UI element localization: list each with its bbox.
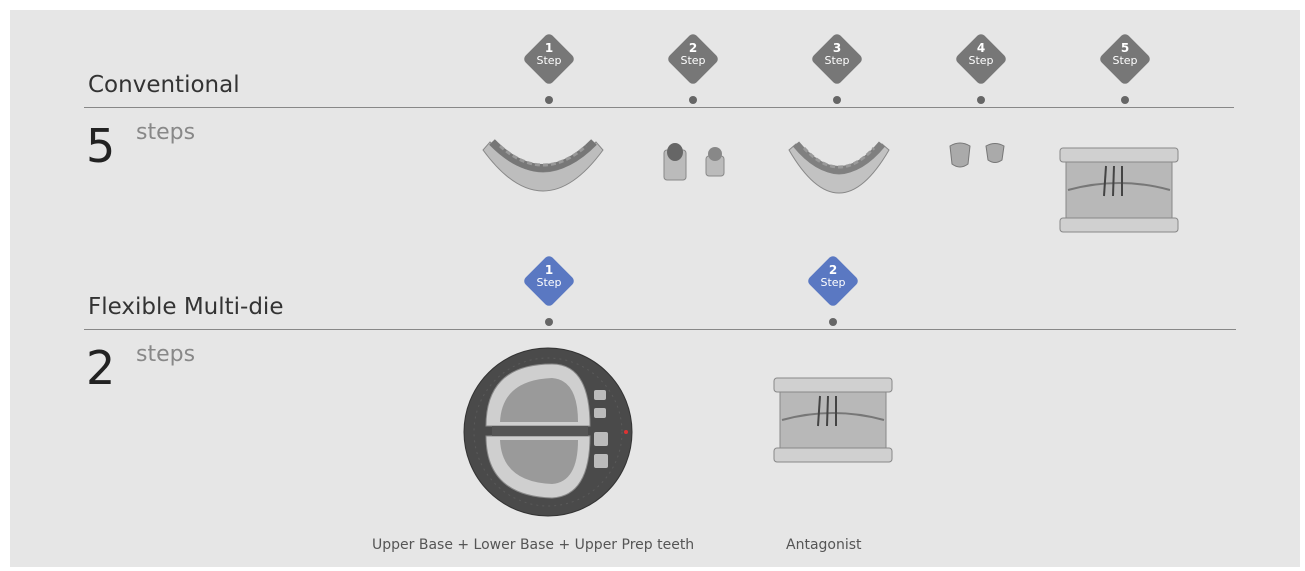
multidie-step-2-marker: 2 Step <box>806 254 860 320</box>
step-number: 2 <box>688 41 698 55</box>
step-label: Step <box>536 54 562 67</box>
upper-arch-model-image <box>482 139 604 192</box>
prep-dies-image <box>663 143 725 181</box>
step-number: 1 <box>544 41 554 55</box>
articulated-model-image <box>1059 147 1179 233</box>
step-number: 1 <box>544 263 554 277</box>
step-label: Step <box>536 276 562 289</box>
multidie-steps-label: steps <box>136 342 196 367</box>
crown-dies-image <box>949 142 1005 168</box>
conventional-step-count: 5 <box>86 119 116 173</box>
multidie-step-count: 2 <box>86 341 116 395</box>
timeline-dot <box>1121 96 1129 104</box>
conventional-title: Conventional <box>88 72 240 98</box>
multidie-step-1-marker: 1 Step <box>522 254 576 320</box>
antagonist-model-image <box>773 377 893 463</box>
step-label: Step <box>1112 54 1138 67</box>
conventional-step-2-marker: 2 Step <box>666 32 720 98</box>
conventional-step-5-marker: 5 Step <box>1098 32 1152 98</box>
step-number: 3 <box>832 41 842 55</box>
step-number: 2 <box>828 263 838 277</box>
conventional-step-1-marker: 1 Step <box>522 32 576 98</box>
step-label: Step <box>680 54 706 67</box>
step-number: 4 <box>976 41 986 55</box>
timeline-dot <box>977 96 985 104</box>
conventional-step-3-marker: 3 Step <box>810 32 864 98</box>
step-label: Step <box>820 276 846 289</box>
timeline-dot <box>833 96 841 104</box>
multidie-title: Flexible Multi-die <box>88 294 284 320</box>
comparison-panel <box>10 10 1300 567</box>
step-1-caption: Upper Base + Lower Base + Upper Prep tee… <box>372 537 695 553</box>
conventional-rule <box>84 107 1234 108</box>
timeline-dot <box>545 96 553 104</box>
conventional-step-4-marker: 4 Step <box>954 32 1008 98</box>
timeline-dot <box>829 318 837 326</box>
step-label: Step <box>968 54 994 67</box>
step-label: Step <box>824 54 850 67</box>
multidie-rule <box>84 329 1236 330</box>
lower-arch-model-image <box>788 141 890 194</box>
step-2-caption: Antagonist <box>786 537 862 553</box>
timeline-dot <box>689 96 697 104</box>
conventional-steps-label: steps <box>136 120 196 145</box>
multidie-plate-image <box>463 347 633 517</box>
step-number: 5 <box>1120 41 1130 55</box>
timeline-dot <box>545 318 553 326</box>
